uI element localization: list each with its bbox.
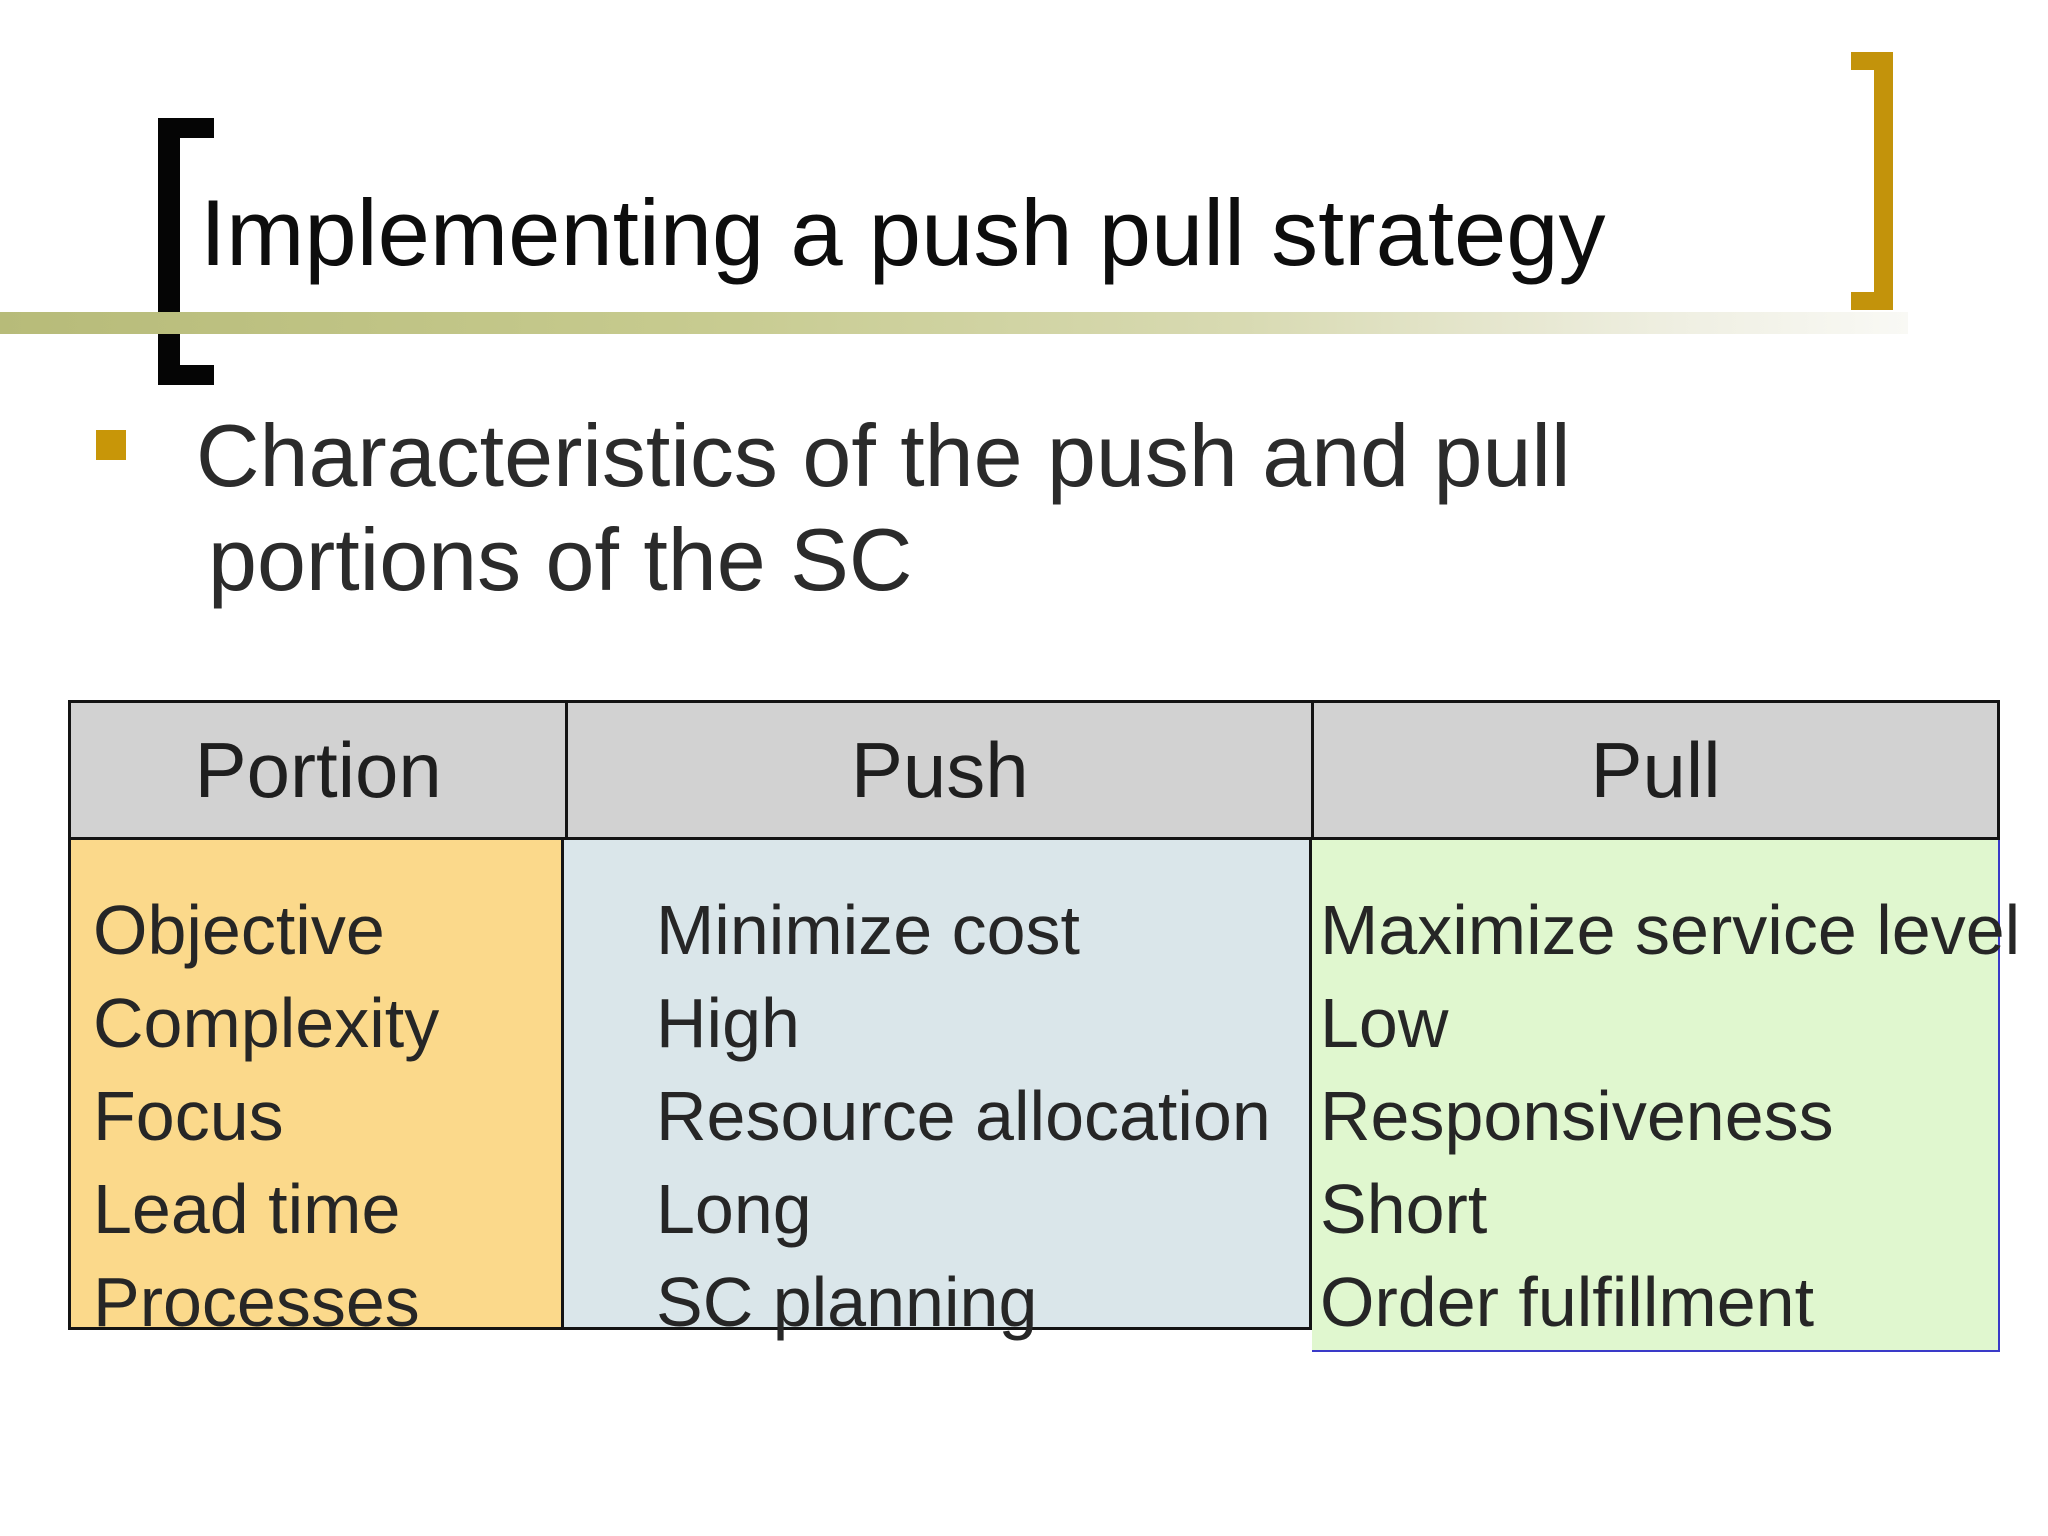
table-cell-push: Long: [656, 1170, 812, 1248]
table-cell-portion: Focus: [93, 1077, 284, 1155]
table-body: Objective Complexity Focus Lead time Pro…: [68, 840, 2021, 1352]
table-header-row: Portion Push Pull: [68, 700, 2000, 840]
characteristics-table: Portion Push Pull Objective Complexity F…: [68, 700, 2021, 1352]
table-header-push: Push: [565, 703, 1311, 837]
table-cell-portion: Lead time: [93, 1170, 401, 1248]
bullet-line-1: Characteristics of the push and pull: [196, 406, 1571, 505]
table-column-push: Minimize cost High Resource allocation L…: [564, 840, 1312, 1341]
bullet-line-2: portions of the SC: [208, 510, 913, 609]
table-column-pull: Maximize service level Low Responsivenes…: [1312, 840, 2021, 1352]
bullet-square-icon: [96, 430, 126, 460]
slide-title: Implementing a push pull strategy: [200, 180, 1606, 285]
table-cell-pull: Responsiveness: [1320, 1077, 1834, 1155]
table-cell-pull: Short: [1320, 1170, 1488, 1248]
table-cell-portion: Objective: [93, 891, 385, 969]
table-cell-push: Resource allocation: [656, 1077, 1271, 1155]
table-column-portion: Objective Complexity Focus Lead time Pro…: [68, 840, 564, 1341]
table-cell-pull: Maximize service level: [1320, 891, 2021, 969]
table-cell-pull: Order fulfillment: [1320, 1263, 1815, 1341]
table-header-pull: Pull: [1311, 703, 1997, 837]
gradient-divider-line: [0, 312, 1908, 334]
bullet-text: Characteristics of the push and pull por…: [196, 404, 1696, 612]
table-header-portion: Portion: [194, 725, 442, 814]
table-cell-portion: Processes: [93, 1263, 420, 1341]
table-cell-push: SC planning: [656, 1263, 1038, 1341]
table-cell-push: High: [656, 984, 800, 1062]
table-cell-pull: Low: [1320, 984, 1449, 1062]
right-gold-bracket-decoration: [1851, 52, 1893, 310]
table-cell-portion: Complexity: [93, 984, 440, 1062]
table-cell-push: Minimize cost: [656, 891, 1080, 969]
